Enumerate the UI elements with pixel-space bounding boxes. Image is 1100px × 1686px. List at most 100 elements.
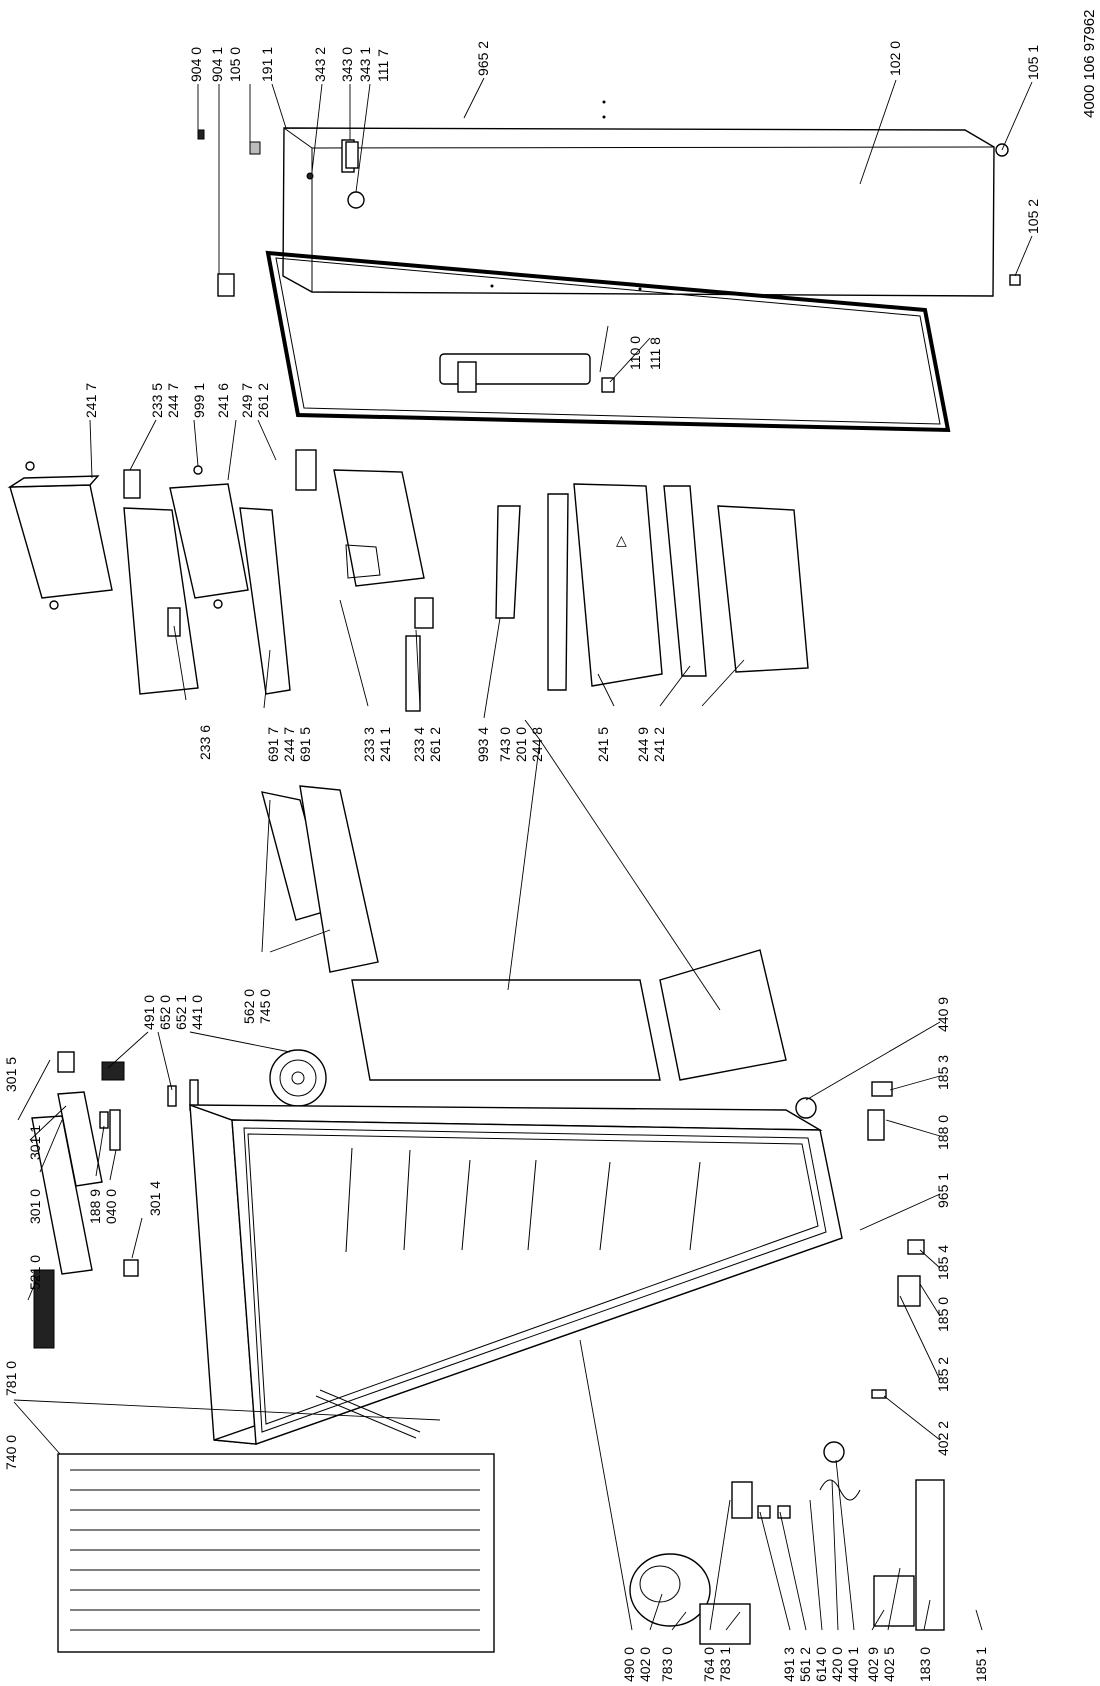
label-999-1: 999 1: [191, 383, 207, 418]
label-614-0: 614 0: [813, 1647, 829, 1682]
drawer-top: [7, 461, 113, 610]
label-102-0: 102 0: [887, 41, 903, 76]
label-764-0: 764 0: [701, 1647, 717, 1682]
label-691-5: 691 5: [297, 727, 313, 762]
label-993-4: 993 4: [475, 727, 491, 762]
svg-text:△: △: [616, 532, 627, 548]
label-191-1: 191 1: [259, 47, 275, 82]
door-small-parts: [197, 129, 1021, 297]
label-783-1: 783 1: [717, 1647, 733, 1682]
label-261-2-a: 261 2: [255, 383, 271, 418]
control-parts: [31, 1051, 139, 1349]
label-652-1: 652 1: [173, 995, 189, 1030]
label-105-0: 105 0: [227, 47, 243, 82]
label-745-0: 745 0: [257, 989, 273, 1024]
label-562-0: 562 0: [241, 989, 257, 1024]
label-188-0: 188 0: [935, 1115, 951, 1150]
label-233-3: 233 3: [361, 727, 377, 762]
label-491-0: 491 0: [141, 995, 157, 1030]
label-241-2: 241 2: [651, 727, 667, 762]
label-783-0: 783 0: [659, 1647, 675, 1682]
label-233-6: 233 6: [197, 725, 213, 760]
label-301-0: 301 0: [27, 1189, 43, 1224]
label-343-2: 343 2: [312, 47, 328, 82]
label-490-0: 490 0: [621, 1647, 637, 1682]
label-740-0: 740 0: [3, 1435, 19, 1470]
condenser-coil: [57, 1453, 495, 1653]
label-185-2: 185 2: [935, 1357, 951, 1392]
label-904-1: 904 1: [209, 47, 225, 82]
label-441-0: 441 0: [189, 995, 205, 1030]
label-402-2: 402 2: [935, 1421, 951, 1456]
label-188-9: 188 9: [87, 1189, 103, 1224]
drawer-bottom: [717, 505, 809, 673]
label-111-8: 111 8: [647, 337, 663, 370]
label-244-8: 244 8: [529, 727, 545, 762]
label-241-5: 241 5: [595, 727, 611, 762]
label-904-0: 904 0: [188, 47, 204, 82]
label-440-9: 440 9: [935, 997, 951, 1032]
compressor: [629, 1553, 711, 1627]
label-691-7: 691 7: [265, 727, 281, 762]
label-402-5: 402 5: [881, 1647, 897, 1682]
label-241-7: 241 7: [83, 383, 99, 418]
label-343-0: 343 0: [339, 47, 355, 82]
label-561-2: 561 2: [797, 1647, 813, 1682]
grille-panel: [495, 493, 569, 691]
label-241-1: 241 1: [377, 727, 393, 762]
cabinet: [189, 1103, 843, 1445]
document-number: 4000 106 97962: [1081, 10, 1098, 118]
drawer-large-top: [295, 449, 425, 587]
label-233-5: 233 5: [149, 383, 165, 418]
label-301-1: 301 1: [27, 1125, 43, 1160]
leader-lines: [13, 77, 1033, 1631]
label-111-7: 111 7: [375, 49, 391, 82]
evaporator-cover: [261, 785, 379, 973]
label-244-9: 244 9: [635, 727, 651, 762]
label-743-0: 743 0: [497, 727, 513, 762]
drawer-second: [169, 465, 249, 609]
label-105-2: 105 2: [1025, 199, 1041, 234]
label-105-1: 105 1: [1025, 45, 1041, 80]
label-965-2: 965 2: [475, 41, 491, 76]
compressor-parts: [699, 1389, 945, 1645]
door-gasket: [265, 250, 951, 433]
label-781-0: 781 0: [3, 1361, 19, 1396]
label-244-7-a: 244 7: [165, 383, 181, 418]
label-301-5: 301 5: [3, 1057, 19, 1092]
back-panel: [351, 949, 787, 1081]
label-402-0: 402 0: [637, 1647, 653, 1682]
label-244-7-b: 244 7: [281, 727, 297, 762]
label-183-0: 183 0: [917, 1647, 933, 1682]
label-440-1: 440 1: [845, 1647, 861, 1682]
part-labels: 904 0 904 1 105 0 191 1 343 2 343 0 343 …: [3, 10, 1098, 1682]
label-233-4: 233 4: [411, 727, 427, 762]
label-040-0: 040 0: [103, 1189, 119, 1224]
cabinet-interior-rails: [345, 1147, 701, 1253]
label-343-1: 343 1: [357, 47, 373, 82]
label-185-0: 185 0: [935, 1297, 951, 1332]
label-241-6: 241 6: [215, 383, 231, 418]
label-249-7: 249 7: [239, 383, 255, 418]
door-panel: [282, 100, 995, 297]
label-965-1: 965 1: [935, 1173, 951, 1208]
label-261-2-b: 261 2: [427, 727, 443, 762]
label-185-1: 185 1: [973, 1647, 989, 1682]
label-521-0: 521 0: [27, 1255, 43, 1290]
drain-pipe: [315, 1389, 421, 1439]
shelf-glass-2: [239, 507, 291, 695]
drawer-middle: △: [573, 483, 663, 687]
label-301-4: 301 4: [147, 1181, 163, 1216]
label-402-9: 402 9: [865, 1647, 881, 1682]
label-201-0: 201 0: [513, 727, 529, 762]
shelf-glass-1: [123, 507, 199, 695]
label-110-0: 110 0: [627, 336, 643, 370]
label-491-3: 491 3: [781, 1647, 797, 1682]
door-handle: [439, 353, 615, 393]
shelf-glass-3: [663, 485, 707, 677]
label-185-4: 185 4: [935, 1245, 951, 1280]
label-420-0: 420 0: [829, 1647, 845, 1682]
rail-parts: [123, 469, 434, 712]
label-185-3: 185 3: [935, 1055, 951, 1090]
